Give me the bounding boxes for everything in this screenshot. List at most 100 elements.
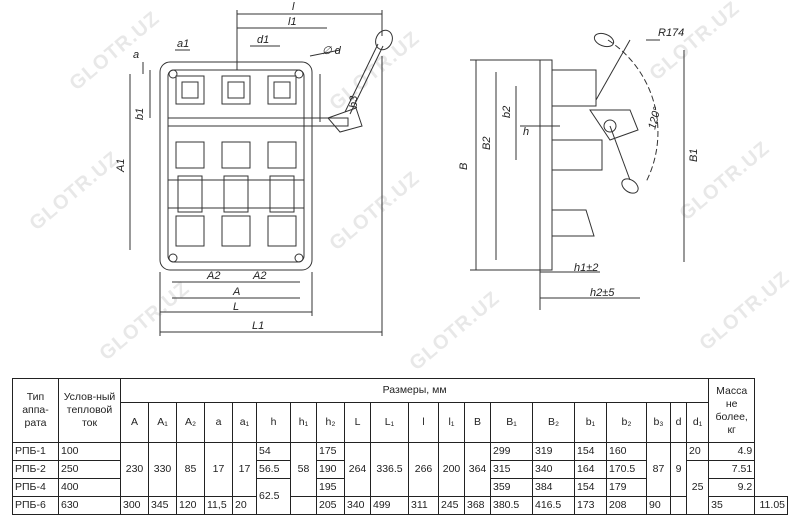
cell-B2: 319 [532, 442, 575, 461]
sub-header: d [670, 402, 687, 443]
cell-A: 300 [120, 496, 149, 515]
cell-current: 250 [58, 460, 121, 479]
cell-l: 311 [408, 496, 439, 515]
dim-A2-left: A2 [206, 270, 220, 282]
dim-d: ∅ d [322, 45, 342, 57]
cell-b1: 164 [574, 460, 607, 479]
side-plate [539, 59, 553, 271]
dim-a: a [133, 49, 139, 61]
cell-mass: 9.2 [708, 478, 756, 497]
dim-a1: a1 [177, 38, 189, 50]
dim-b2: b2 [501, 106, 513, 118]
cell-d1: 35 [708, 496, 756, 515]
cell-l: 266 [408, 442, 439, 497]
dim-A1: A1 [115, 159, 127, 173]
sub-header: a [204, 402, 233, 443]
cell-a: 17 [204, 442, 233, 497]
cell-b1: 154 [574, 442, 607, 461]
cell-b1: 154 [574, 478, 607, 497]
dim-B1: B1 [688, 149, 700, 162]
cell-h1 [290, 496, 317, 515]
technical-drawing: l l1 d1 a1 a ∅ d b1 b3 A1 A2 A2 A L L1 R… [115, 1, 700, 336]
dim-A: A [232, 286, 240, 298]
cell-A1: 345 [148, 496, 177, 515]
sub-header: b₂ [606, 402, 647, 443]
dim-A2-right: A2 [252, 270, 266, 282]
cell-b2: 160 [606, 442, 647, 461]
cell-type: РПБ-1 [12, 442, 59, 461]
cell-b3: 87 [646, 442, 671, 497]
header-mass: Масса не более, кг [708, 378, 756, 443]
cell-a1: 17 [232, 442, 257, 497]
cell-type: РПБ-2 [12, 460, 59, 479]
cell-B2: 340 [532, 460, 575, 479]
dim-L1: L1 [252, 320, 264, 332]
cell-current: 100 [58, 442, 121, 461]
cell-l1: 200 [438, 442, 465, 497]
cell-h1: 58 [290, 442, 317, 497]
cell-current: 630 [58, 496, 121, 515]
dim-B2: B2 [481, 137, 493, 150]
sub-header: A₂ [176, 402, 205, 443]
sub-header: A [120, 402, 149, 443]
dim-b3: b3 [348, 95, 360, 108]
table-row: РПБ-6 630 300 345 120 11,5 20 205 340 49… [12, 496, 788, 515]
cell-A2: 120 [176, 496, 205, 515]
cell-b2: 179 [606, 478, 647, 497]
cell-current: 400 [58, 478, 121, 497]
cell-d: 9 [670, 442, 687, 497]
cell-a1: 20 [232, 496, 257, 515]
cell-B2: 416.5 [532, 496, 575, 515]
cell-b2: 170.5 [606, 460, 647, 479]
cell-L: 340 [344, 496, 371, 515]
cell-b2: 208 [606, 496, 647, 515]
sub-header: b₃ [646, 402, 671, 443]
sub-header: L [344, 402, 371, 443]
cell-a: 11,5 [204, 496, 233, 515]
cell-h: 54 [256, 442, 291, 461]
dim-R174: R174 [658, 27, 684, 39]
cell-L: 264 [344, 442, 371, 497]
cell-l1: 245 [438, 496, 465, 515]
cell-d [670, 496, 687, 515]
cell-h: 56.5 [256, 460, 291, 479]
base-plate [159, 61, 313, 271]
cell-A2: 85 [176, 442, 205, 497]
dim-h: h [523, 126, 529, 138]
cell-mass: 7.51 [708, 460, 756, 479]
sub-header: B₂ [532, 402, 575, 443]
dim-d1: d1 [257, 34, 269, 46]
cell-B: 368 [464, 496, 491, 515]
cell-B1: 380.5 [490, 496, 533, 515]
cell-h: 62.5 [256, 478, 291, 515]
sub-header: B₁ [490, 402, 533, 443]
cell-A1: 330 [148, 442, 177, 497]
spec-table: Тип аппа-рата Услов-ный тепловой ток Раз… [12, 378, 788, 515]
cell-type: РПБ-4 [12, 478, 59, 497]
header-current: Услов-ный тепловой ток [58, 378, 121, 443]
cell-h2: 175 [316, 442, 345, 461]
sub-header: h [256, 402, 291, 443]
dim-120deg: 120° [646, 105, 664, 131]
dim-h1: h1±2 [574, 262, 598, 274]
cell-L1: 336.5 [370, 442, 409, 497]
cell-type: РПБ-6 [12, 496, 59, 515]
sub-header: l₁ [438, 402, 465, 443]
dim-h2: h2±5 [590, 287, 615, 299]
cell-B1: 315 [490, 460, 533, 479]
sub-header: l [408, 402, 439, 443]
cell-mass: 4.9 [708, 442, 756, 461]
dim-b1: b1 [134, 108, 146, 120]
sub-header: d₁ [685, 402, 710, 443]
sub-header: h₂ [316, 402, 345, 443]
dim-l: l [292, 1, 295, 13]
cell-h2: 195 [316, 478, 345, 497]
cell-d1: 25 [685, 460, 710, 515]
sub-header: h₁ [290, 402, 317, 443]
cell-B: 364 [464, 442, 491, 497]
cell-h2: 205 [316, 496, 345, 515]
table-row: РПБ-1 100 230 330 85 17 17 54 58 175 264… [12, 442, 788, 497]
sub-header: L₁ [370, 402, 409, 443]
dim-L: L [233, 301, 239, 313]
cell-b3: 90 [646, 496, 671, 515]
